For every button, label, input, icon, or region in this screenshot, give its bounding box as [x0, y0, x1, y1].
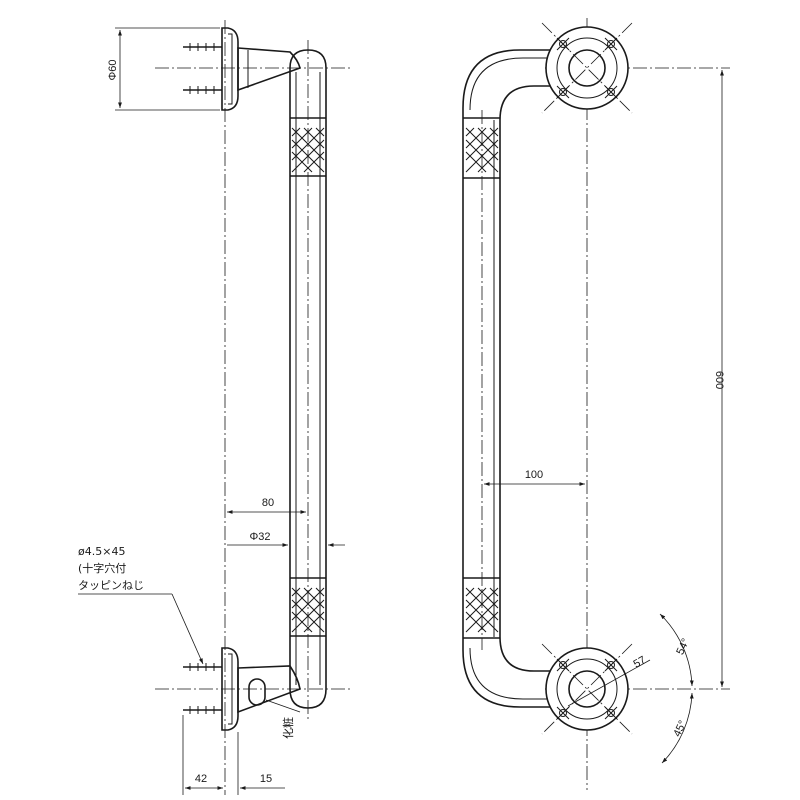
label-center-distance: 600: [713, 371, 725, 389]
front-bar: [462, 49, 587, 708]
top-flange: [183, 27, 301, 111]
label-projection: 80: [262, 497, 274, 509]
label-depth-15: 15: [260, 773, 272, 785]
label-screw-spec-2: (十字穴付: [78, 561, 126, 575]
label-screw-spec-1: ø4.5×45: [78, 545, 125, 558]
dim-projection: 80: [227, 497, 306, 514]
dim-center-distance: 600: [713, 70, 725, 687]
dim-bar-diameter: Φ32: [227, 531, 345, 547]
front-view: 600 100 57 54° 45°: [462, 18, 730, 790]
dim-flange-diameter: Φ60: [107, 27, 220, 111]
label-pcd: 57: [632, 654, 649, 671]
side-view: Φ60 80 Φ32 ø4.5×45 (十字穴付 タッピンねじ 化粧: [78, 20, 350, 795]
label-cap: 化粧: [281, 717, 295, 739]
label-bar-dia: Φ32: [249, 531, 270, 543]
label-angle-54: 54°: [674, 637, 692, 657]
label-offset: 100: [525, 469, 543, 481]
label-screw-spec-3: タッピンねじ: [78, 579, 144, 592]
dim-pcd: 57: [567, 654, 651, 707]
cap-callout: 化粧: [265, 699, 301, 739]
label-flange-dia: Φ60: [107, 59, 119, 80]
bottom-flange-front: [541, 643, 633, 735]
label-depth-42: 42: [195, 773, 207, 785]
side-bar: [289, 49, 327, 709]
screw-callout: ø4.5×45 (十字穴付 タッピンねじ: [78, 545, 204, 665]
dim-depths: 42 15: [182, 715, 285, 795]
dim-angles: 54° 45°: [659, 613, 694, 764]
dim-offset: 100: [484, 469, 585, 486]
top-flange-front: [541, 22, 633, 114]
